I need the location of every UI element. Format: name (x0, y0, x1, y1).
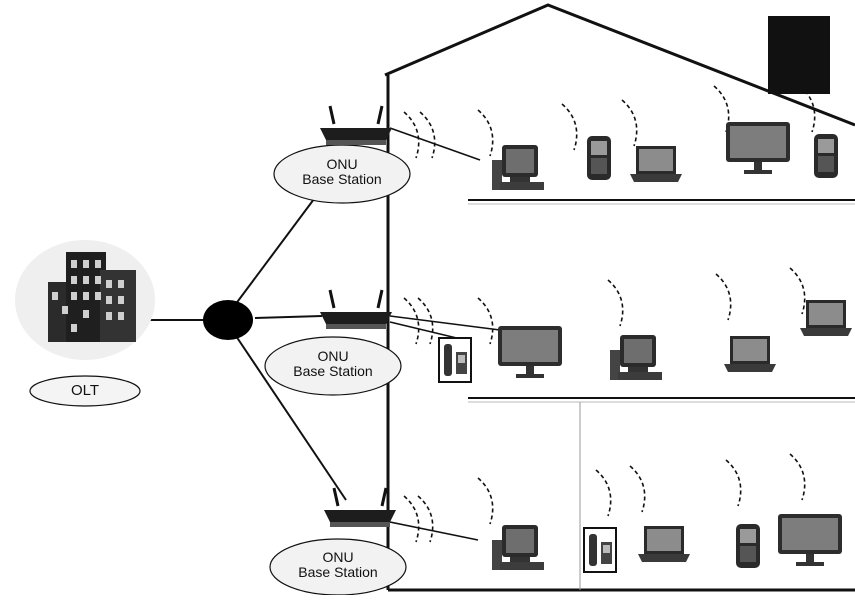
phone-icon (439, 338, 471, 382)
onu-router-icon (320, 106, 392, 145)
floor-1-devices (478, 86, 838, 190)
chimney (768, 16, 830, 94)
onu-label-2-line2: Base Station (268, 364, 398, 379)
pda-icon (736, 524, 760, 568)
desktop-icon (610, 335, 662, 380)
optical-splitter (203, 300, 253, 340)
olt-building-icon (15, 240, 155, 360)
onu-label-1-line1: ONU (277, 157, 407, 172)
monitor-icon (778, 514, 842, 566)
onu-label-3-line2: Base Station (273, 565, 403, 580)
laptop-icon (724, 336, 776, 372)
phone-icon (584, 528, 616, 572)
monitor-icon (726, 122, 790, 174)
pda-icon (587, 136, 611, 180)
pda-icon (814, 134, 838, 178)
floor-2-devices (439, 268, 852, 382)
onu-label-3: ONU Base Station (273, 550, 403, 579)
onu-label-3-line1: ONU (273, 550, 403, 565)
onu-label-2: ONU Base Station (268, 349, 398, 378)
onu-label-1: ONU Base Station (277, 157, 407, 186)
desktop-icon (492, 145, 544, 190)
desktop-icon (492, 525, 544, 570)
laptop-icon (638, 526, 690, 562)
laptop-icon (630, 146, 682, 182)
laptop-icon (800, 300, 852, 336)
olt-label: OLT (45, 383, 125, 399)
onu-router-icon (324, 488, 396, 527)
onu-label-1-line2: Base Station (277, 172, 407, 187)
floor-3-devices (478, 454, 842, 572)
monitor-icon (498, 326, 562, 378)
onu-router-icon (320, 290, 392, 329)
onu-label-2-line1: ONU (268, 349, 398, 364)
